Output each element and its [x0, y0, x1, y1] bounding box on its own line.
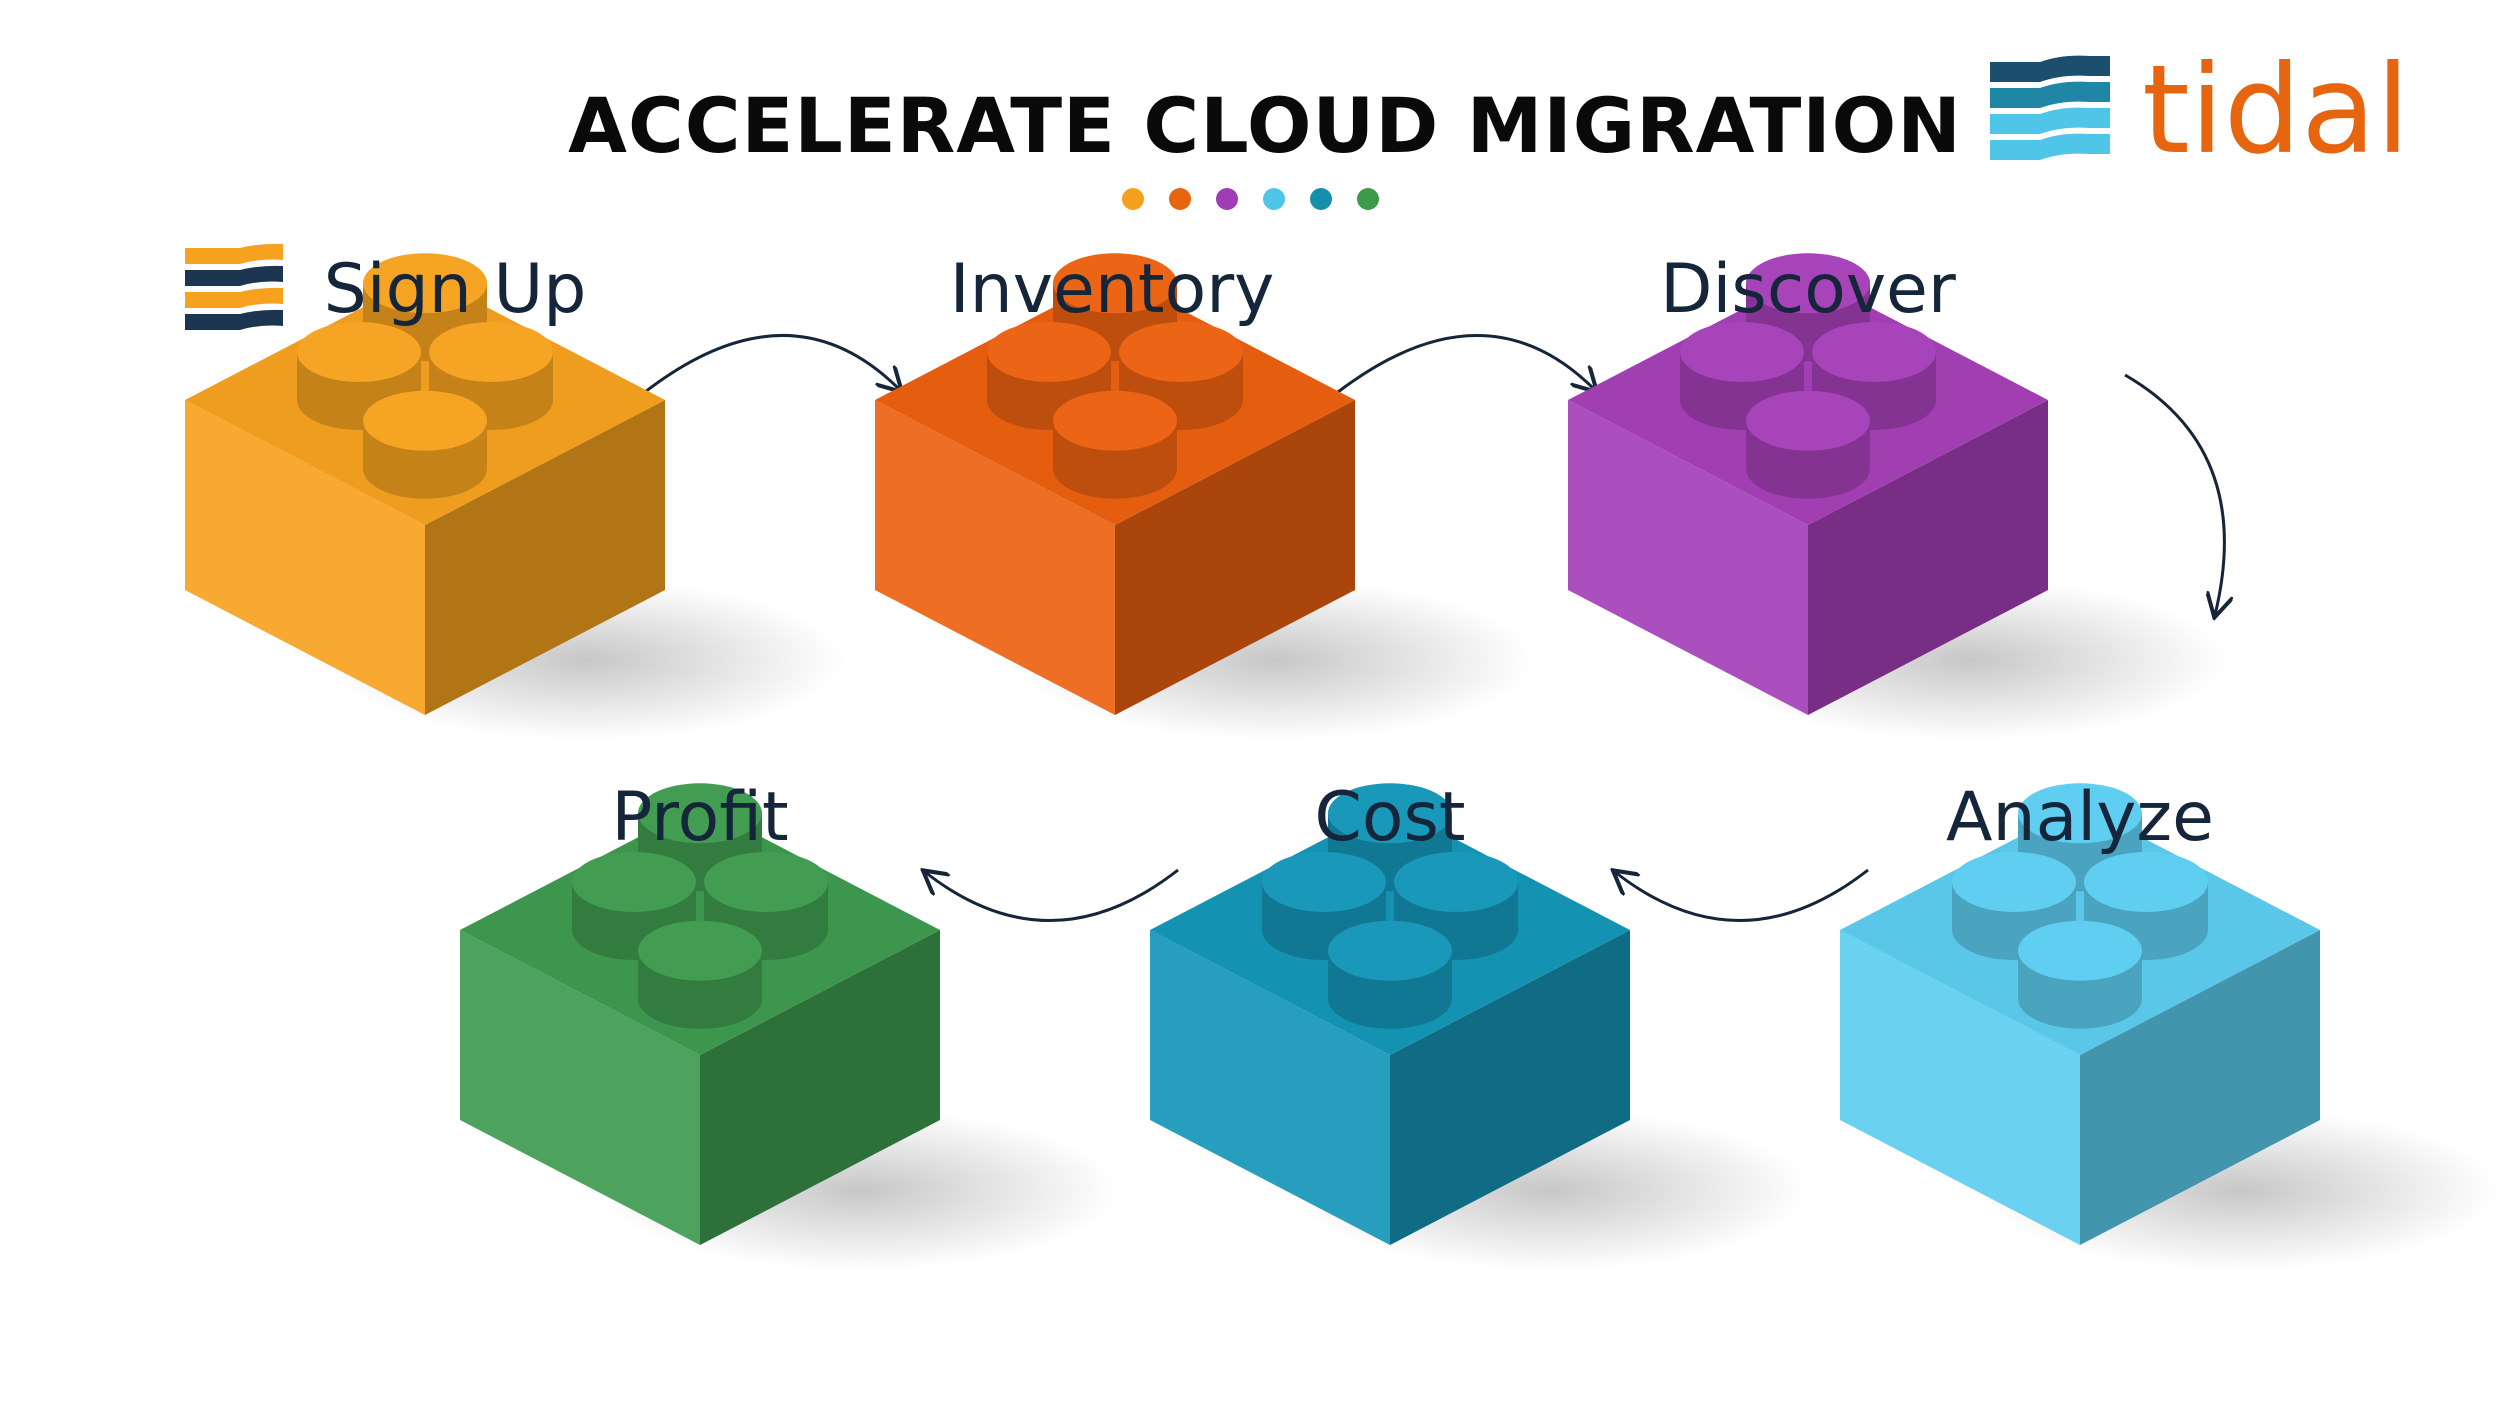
brick-stud [638, 920, 762, 1029]
step-discover: Discover [1568, 250, 2228, 740]
arrow-cost-to-profit [925, 870, 1179, 922]
step-inventory: Inventory [875, 250, 1535, 740]
indicator-dot [1169, 188, 1191, 210]
step-label: Discover [1660, 250, 1956, 329]
stud-top [2084, 852, 2208, 912]
brick-stud [363, 390, 487, 499]
lego-brick-icon [1840, 783, 2320, 1245]
stud-top [1394, 852, 1518, 912]
indicator-dot [1122, 188, 1144, 210]
arrow-discover-to-analyze [2124, 373, 2224, 615]
lego-brick-icon [1568, 253, 2048, 715]
brand-name: tidal [2142, 39, 2410, 181]
stud-top [1053, 390, 1177, 451]
stud-top [1262, 852, 1386, 912]
brick-left-face [460, 930, 700, 1245]
brick-stud [2018, 920, 2142, 1029]
brick-right-face [2080, 930, 2320, 1245]
stud-top [1328, 783, 1452, 844]
arrow-signup-to-inventory [644, 334, 900, 392]
stud-top [638, 920, 762, 981]
brick-right-face [1808, 400, 2048, 715]
arrow-inventory-to-discover [1337, 334, 1595, 392]
step-label: Inventory [950, 250, 1275, 329]
stud-top [1119, 322, 1243, 382]
stud-top [2018, 920, 2142, 981]
tidal-wave-stripe [1990, 107, 2110, 134]
stud-top [429, 322, 553, 382]
stud-top [987, 322, 1111, 382]
step-profit: Profit [460, 778, 1120, 1270]
stud-top [363, 253, 487, 314]
brick-right-face [1115, 400, 1355, 715]
stud-top [2018, 783, 2142, 844]
step-sign-up: Sign Up [185, 243, 845, 740]
step-label: Profit [611, 778, 788, 857]
stud-top [1328, 920, 1452, 981]
lego-brick-icon [460, 783, 940, 1245]
brick-left-face [875, 400, 1115, 715]
step-indicator-dots [1122, 188, 1379, 210]
flow-arrows [644, 334, 2224, 922]
tidal-logo: tidal [1990, 39, 2410, 181]
arrow-analyze-to-cost [1615, 870, 1869, 922]
tidal-wave-stripe [1990, 81, 2110, 108]
indicator-dot [1263, 188, 1285, 210]
indicator-dot [1357, 188, 1379, 210]
stud-top [1952, 852, 2076, 912]
brick-stud [1053, 390, 1177, 499]
lego-brick-icon [1150, 783, 1630, 1245]
stud-top [638, 783, 762, 844]
icon-stripe [185, 287, 283, 308]
stud-top [297, 322, 421, 382]
step-analyze: Analyze [1840, 778, 2500, 1270]
brick-stud [1746, 390, 1870, 499]
indicator-dot [1216, 188, 1238, 210]
brick-right-face [425, 400, 665, 715]
lego-brick-icon [185, 253, 665, 715]
stud-top [1680, 322, 1804, 382]
icon-stripe [185, 265, 283, 286]
brick-left-face [1150, 930, 1390, 1245]
stud-top [1812, 322, 1936, 382]
step-label: Analyze [1946, 778, 2214, 857]
lego-brick-icon [875, 253, 1355, 715]
stud-top [1746, 390, 1870, 451]
stud-top [704, 852, 828, 912]
stud-top [1053, 253, 1177, 314]
step-label: Sign Up [324, 250, 587, 329]
brick-stud [1328, 920, 1452, 1029]
step-cost: Cost [1150, 778, 1810, 1270]
brick-right-face [1390, 930, 1630, 1245]
tidal-wave-stripe [1990, 55, 2110, 82]
icon-stripe [185, 243, 283, 264]
brick-right-face [700, 930, 940, 1245]
brick-left-face [185, 400, 425, 715]
brick-left-face [1568, 400, 1808, 715]
stud-top [1746, 253, 1870, 314]
tidal-wave-icon [1990, 55, 2110, 160]
tidal-stripes-icon [185, 243, 283, 330]
page-title: ACCELERATE CLOUD MIGRATION [568, 81, 1962, 170]
stud-top [363, 390, 487, 451]
tidal-wave-stripe [1990, 133, 2110, 160]
icon-stripe [185, 309, 283, 330]
stud-top [572, 852, 696, 912]
step-label: Cost [1314, 778, 1465, 857]
indicator-dot [1310, 188, 1332, 210]
brick-left-face [1840, 930, 2080, 1245]
